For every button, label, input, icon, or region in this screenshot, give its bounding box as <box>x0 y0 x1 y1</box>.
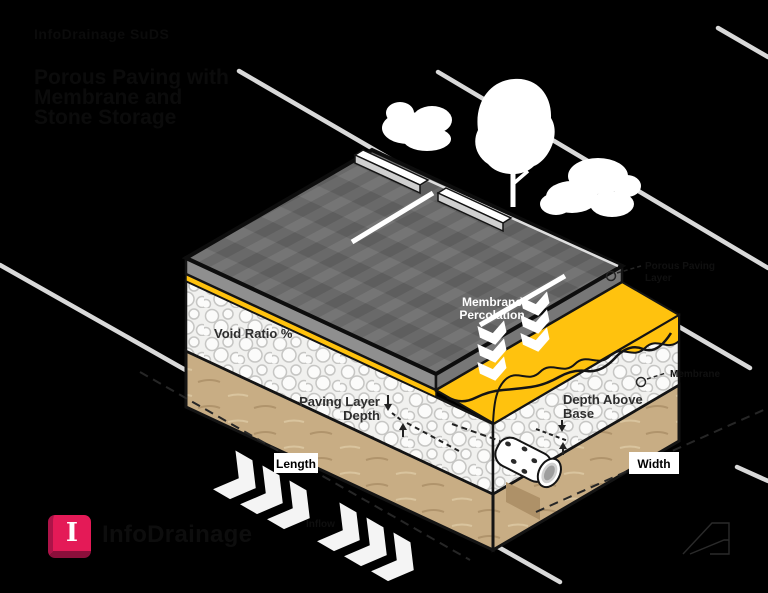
inflow-hidden-label: Inflow <box>306 519 335 530</box>
membrane-layer <box>185 272 681 426</box>
membrane-percolation-label: Percolation <box>459 308 524 322</box>
void-ratio-label: Void Ratio % <box>214 326 293 341</box>
depth-above-base-annotation: Depth Above Base <box>535 392 643 455</box>
svg-text:Membrane: Membrane <box>670 369 720 380</box>
pipe-axis-dashed <box>451 423 501 442</box>
kerb-block <box>353 149 513 233</box>
length-dimension: Length <box>139 371 471 561</box>
perforated-pipe <box>494 436 562 489</box>
callout-membrane: Membrane <box>635 369 720 388</box>
paving-layer-depth-annotation: Paving Layer Depth <box>299 394 460 452</box>
infodrainage-app-icon: I <box>48 515 91 558</box>
width-dimension: Width <box>535 407 768 513</box>
svg-text:Base: Base <box>563 406 594 421</box>
autodesk-logo <box>682 522 730 555</box>
cloud-icon <box>382 102 452 151</box>
svg-text:Layer: Layer <box>645 273 672 284</box>
paving-surface <box>181 147 627 377</box>
inflow-arrows <box>213 450 414 582</box>
percolation-arrows <box>477 291 550 381</box>
rain-line <box>715 25 768 60</box>
rain-line <box>734 464 768 484</box>
length-label: Length <box>276 457 316 471</box>
width-label: Width <box>637 457 670 471</box>
svg-text:Porous Paving: Porous Paving <box>645 261 715 272</box>
svg-text:Depth: Depth <box>343 408 380 423</box>
membrane-wavy-line <box>446 332 673 403</box>
app-icon-letter: I <box>65 518 79 548</box>
membrane-percolation-label: Membrane <box>462 295 522 309</box>
hidden-header: InfoDrainage SuDS Porous Paving with Mem… <box>34 26 229 128</box>
cloud-icon <box>540 158 641 217</box>
svg-text:Paving Layer: Paving Layer <box>299 394 380 409</box>
callout-paving: Porous Paving Layer <box>605 261 715 284</box>
tree-icon <box>475 78 555 207</box>
hidden-eyebrow: InfoDrainage SuDS <box>34 26 170 42</box>
infodrainage-wordmark-hidden: InfoDrainage <box>102 521 253 548</box>
hidden-title-text: Porous Paving with Membrane and Stone St… <box>34 66 229 129</box>
svg-text:Depth Above: Depth Above <box>563 392 643 407</box>
pipe-shadow <box>506 482 540 520</box>
